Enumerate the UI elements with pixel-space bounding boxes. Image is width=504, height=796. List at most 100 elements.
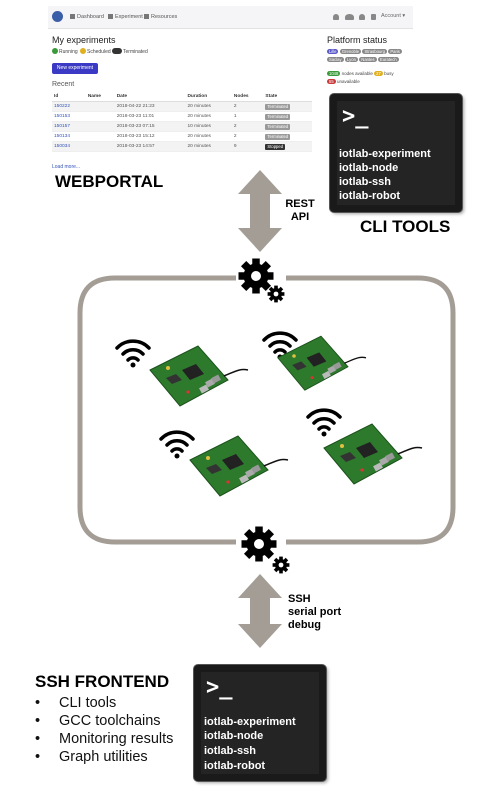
experiment-state: Terminated [263,131,312,142]
experiment-state: Terminated [263,121,312,132]
site-badge[interactable]: Grenoble [339,49,362,54]
recent-heading: Recent [52,81,75,88]
portal-navbar: Dashboard Experiment Resources Account ▾ [48,6,413,29]
running-dot-icon [52,48,58,54]
experiment-nodes: 2 [231,121,264,132]
gear-top-icon [238,258,285,303]
wifi-icon [306,408,342,439]
logout-icon[interactable] [371,14,376,20]
platform-status-title: Platform status [327,35,388,45]
gear-bottom-icon [241,526,290,574]
experiment-date: 2018-03-23 14:57 [114,141,186,152]
unavailable-row: 55 unavailable [327,79,360,84]
experiment-name [85,121,115,132]
experiment-name [85,131,115,142]
col-nodes[interactable]: Nodes [231,91,264,102]
ssh-arrow [238,574,282,648]
site-badge[interactable]: Saclay [327,57,344,62]
nav-experiment[interactable]: Experiment [108,14,143,20]
list-item: •Graph utilities [35,749,148,765]
experiment-id-link[interactable]: 150222 [52,101,86,112]
site-badge[interactable]: Strasbourg [362,49,387,54]
scheduled-dot-icon [80,48,86,54]
cmd-node: iotlab-node [204,730,264,742]
col-state[interactable]: State [263,91,312,102]
state-badge: Terminated [265,103,291,110]
cmd-robot: iotlab-robot [339,190,401,202]
unavailable-count-badge: 55 [327,79,336,84]
ssh-frontend-label: SSH FRONTEND [35,672,170,691]
my-experiments-title: My experiments [52,35,116,45]
site-badge[interactable]: Lyon [344,57,358,62]
site-badge[interactable]: Nantes [359,57,377,62]
wifi-icon [115,339,151,370]
state-badge: Terminated [265,123,291,130]
col-name[interactable]: Name [85,91,115,102]
iotlab-logo-icon[interactable] [52,11,63,22]
col-id[interactable]: Id [52,91,86,102]
experiment-name [85,101,115,112]
alive-count-badge: 1048 [327,71,341,76]
col-duration[interactable]: Duration [185,91,232,102]
list-item: •CLI tools [35,695,117,711]
experiment-state: Terminated [263,101,312,112]
table-row[interactable]: 150134 2018-03-23 15:12 20 minutes 2 Ter… [52,131,312,142]
new-experiment-button[interactable]: New experiment [52,63,98,74]
nav-dashboard[interactable]: Dashboard [70,14,104,20]
experiment-id-link[interactable]: 150134 [52,131,86,142]
state-badge: Stopped [265,143,286,150]
experiment-nodes: 9 [231,141,264,152]
table-row[interactable]: 150157 2018-03-23 07:15 10 minutes 2 Ter… [52,121,312,132]
experiment-nodes: 2 [231,101,264,112]
list-item: •GCC toolchains [35,713,161,729]
wifi-icon [159,430,195,461]
user-icon[interactable] [333,14,339,20]
experiment-state: Stopped [263,141,312,152]
sensor-board [189,435,289,497]
resources-icon [144,14,149,19]
table-row[interactable]: 150222 2018-04-22 21:23 20 minutes 2 Ter… [52,101,312,112]
cmd-ssh: iotlab-ssh [204,745,256,757]
experiment-id-link[interactable]: 150034 [52,141,86,152]
legend-running: Running [52,48,78,55]
experiments-table: Id Name Date Duration Nodes State 150222… [52,91,312,152]
terminal-screen [337,101,455,205]
frontend-feature-list: •CLI tools •GCC toolchains •Monitoring r… [35,694,173,766]
col-date[interactable]: Date [114,91,186,102]
terminal-screen [201,672,319,774]
site-badge[interactable]: Paris [388,49,402,54]
experiment-icon [108,14,113,19]
nav-resources[interactable]: Resources [144,14,177,20]
state-badge: Terminated [265,113,291,120]
experiment-nodes: 1 [231,111,264,122]
table-row[interactable]: 150034 2018-03-23 14:57 20 minutes 9 Sto… [52,141,312,152]
webportal-label: WEBPORTAL [55,172,164,191]
cmd-experiment: iotlab-experiment [339,148,431,160]
rest-api-arrow [238,170,282,252]
sensor-board [277,335,367,391]
experiment-id-link[interactable]: 150153 [52,111,86,122]
cmd-experiment: iotlab-experiment [204,716,296,728]
cli-tools-label: CLI TOOLS [360,217,451,236]
dashboard-icon [70,14,75,19]
webportal-screenshot: Dashboard Experiment Resources Account ▾… [48,6,413,170]
experiment-id-link[interactable]: 150157 [52,121,86,132]
terminated-dot-icon [112,48,122,54]
table-row[interactable]: 150153 2018-03-23 11:01 20 minutes 1 Ter… [52,111,312,122]
experiment-state: Terminated [263,111,312,122]
site-badge[interactable]: Lille [327,49,339,54]
site-badges: Lille Grenoble Strasbourg Paris Saclay L… [327,48,411,64]
rest-api-label: REST API [285,198,315,223]
site-badge[interactable]: Euratech [377,57,399,62]
load-more-link[interactable]: Load more... [52,164,81,170]
account-menu[interactable]: Account ▾ [381,13,406,19]
cli-terminal: >_ iotlab-experiment iotlab-node iotlab-… [330,94,462,212]
busy-count-badge: 27 [374,71,383,76]
cmd-robot: iotlab-robot [204,760,266,772]
table-header-row: Id Name Date Duration Nodes State [52,91,312,102]
nodes-status-row: 1048 nodes available 27 busy [327,71,394,76]
legend-terminated: Terminated [112,48,148,55]
users-icon[interactable] [345,14,354,20]
experiment-date: 2018-03-23 07:15 [114,121,186,132]
profile-icon[interactable] [359,14,365,20]
